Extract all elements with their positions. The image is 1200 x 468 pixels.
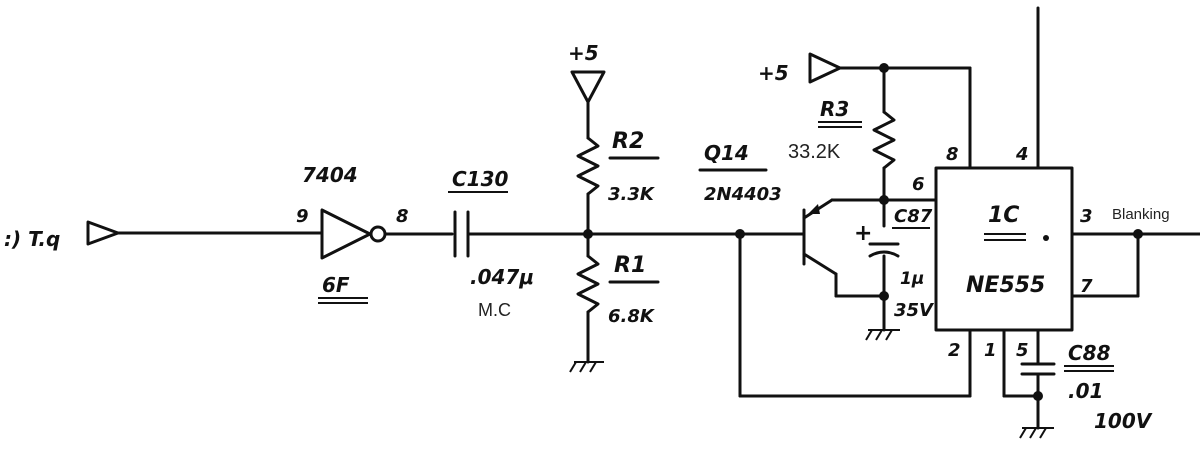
input-flag: [86, 220, 120, 246]
inverter-bubble: [369, 225, 387, 243]
ic-pin-4: 4: [1015, 144, 1029, 165]
ic-pin-8: 8: [946, 144, 959, 165]
ic-pin-2: 2: [948, 340, 961, 361]
ic-ne555-body: [934, 166, 1074, 332]
ic-pin-6: 6: [912, 174, 925, 195]
q14-collector: [802, 252, 838, 276]
ic-pin-3: 3: [1080, 206, 1093, 227]
c130-type: M.C: [478, 300, 511, 320]
supply-left-label: +5: [568, 41, 599, 65]
ic-part: NE555: [966, 273, 1045, 298]
c130-ref: C130: [452, 167, 509, 191]
c87-plate-bottom: [868, 250, 900, 258]
inverter-pin-out: 8: [396, 206, 409, 227]
q14-part: 2N4403: [704, 184, 782, 205]
r3-value: 33.2K: [788, 141, 841, 163]
c88-voltage: 100V: [1094, 409, 1153, 433]
r2-value: 3.3K: [608, 184, 656, 205]
ic-pin-1: 1: [984, 340, 997, 361]
c87-plus: +: [854, 221, 872, 246]
r1-resistor: [576, 254, 600, 314]
q14-emitter-arrow: [808, 204, 820, 214]
ic-pin1-dot: [1043, 235, 1049, 241]
ground-c87: [865, 329, 900, 341]
r3-ref: R3: [820, 97, 849, 121]
output-label: Blanking: [1112, 206, 1170, 223]
c87-voltage: 35V: [894, 300, 935, 321]
supply-left-flag: [570, 70, 606, 104]
inverter-ref: 6F: [322, 273, 350, 297]
q14-ref: Q14: [704, 141, 749, 165]
r1-ref: R1: [614, 253, 646, 278]
inverter-symbol: [320, 208, 372, 260]
ic-ref: 1C: [988, 203, 1019, 228]
input-signal-label: :) T.q: [4, 227, 60, 251]
c88-value: .01: [1068, 379, 1103, 403]
c87-ref: C87: [894, 206, 933, 227]
r3-resistor: [872, 110, 896, 170]
ground-c88: [1019, 427, 1054, 439]
ground-r1: [569, 361, 604, 373]
r1-value: 6.8K: [608, 306, 656, 327]
r2-resistor: [576, 136, 600, 196]
junction-c88: [1033, 391, 1043, 401]
r2-ref: R2: [612, 129, 644, 154]
ic-pin-7: 7: [1080, 276, 1093, 297]
c88-ref: C88: [1068, 341, 1111, 365]
inverter-pin-in: 9: [296, 206, 309, 227]
c87-value: 1μ: [900, 269, 924, 289]
junction-c87: [879, 291, 889, 301]
supply-right-flag: [808, 52, 842, 84]
supply-right-label: +5: [758, 61, 789, 85]
inverter-part-label: 7404: [302, 163, 358, 187]
c130-value: .047μ: [470, 265, 534, 289]
ic-pin-5: 5: [1016, 340, 1029, 361]
